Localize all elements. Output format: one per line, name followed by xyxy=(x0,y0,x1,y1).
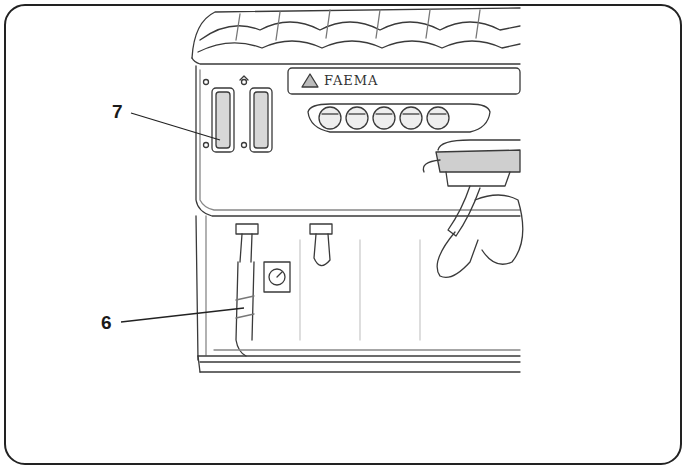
machine-sketch xyxy=(192,8,523,372)
callout-number: 7 xyxy=(112,102,123,121)
brand-logo: FAEMA xyxy=(324,74,378,87)
leader-line xyxy=(121,308,244,322)
frame xyxy=(5,5,681,464)
leader-line xyxy=(131,113,220,140)
callout-number: 6 xyxy=(101,313,112,332)
